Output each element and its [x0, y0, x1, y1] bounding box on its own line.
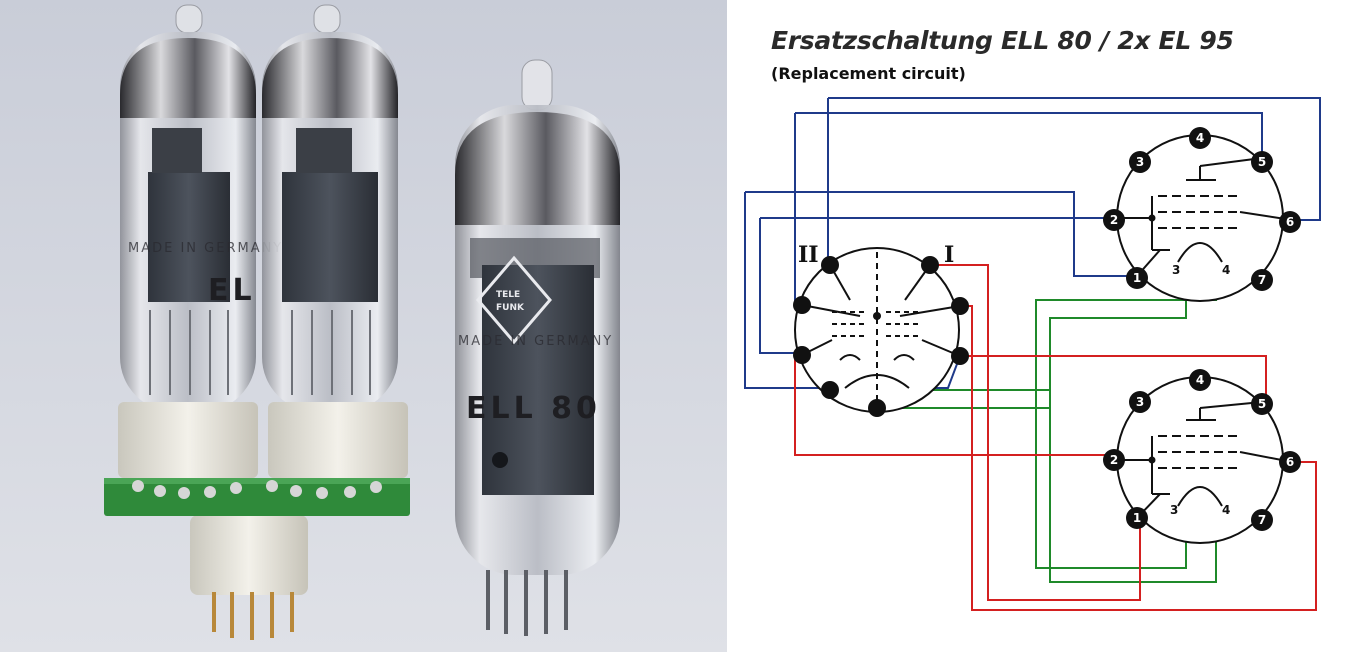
heater-label-4-bottom: 4 — [1222, 503, 1230, 517]
tube-right-glass-print: MADE IN GERMANY — [458, 334, 613, 349]
pin-1-bottom: 1 — [1133, 511, 1141, 525]
pin-3-top: 3 — [1136, 155, 1144, 169]
svg-text:FUNK: FUNK — [496, 303, 525, 313]
heater-label-3-top: 3 — [1172, 263, 1180, 277]
tube-right-type: ELL 80 — [466, 391, 601, 426]
replacement-circuit: II I 4 — [744, 97, 1321, 611]
tube-el95-middle — [262, 4, 408, 478]
pin-1-top: 1 — [1133, 271, 1141, 285]
el95-socket-top: 4 3 5 2 6 1 7 3 4 — [1103, 127, 1301, 302]
pin-3-bottom: 3 — [1136, 395, 1144, 409]
ell80-socket: II I — [793, 242, 969, 417]
pin-2-top: 2 — [1110, 213, 1118, 227]
adapter-pcb — [104, 478, 410, 516]
pin-6-top: 6 — [1286, 215, 1294, 229]
tube-el95-left: MADE IN GERMANY EL — [118, 4, 283, 478]
green-wires — [830, 274, 1217, 583]
el95-socket-bottom: 4 3 5 2 6 1 7 3 4 — [1103, 369, 1301, 544]
pin-5-top: 5 — [1258, 155, 1266, 169]
diagram-subtitle: (Replacement circuit) — [771, 64, 966, 83]
tube-left-glass-print: MADE IN GERMANY — [128, 241, 283, 256]
red-wires — [794, 264, 1317, 611]
adapter-socket — [190, 515, 308, 640]
pin-4-bottom: 4 — [1196, 373, 1204, 387]
pin-2-bottom: 2 — [1110, 453, 1118, 467]
telefunken-logo: TELE FUNK — [476, 255, 552, 345]
pin-7-bottom: 7 — [1258, 513, 1266, 527]
pin-5-bottom: 5 — [1258, 397, 1266, 411]
tube-ell80: TELE FUNK MADE IN GERMANY ELL 80 — [455, 59, 620, 636]
tube-left-type: EL — [208, 273, 256, 308]
diagram-title: Ersatzschaltung ELL 80 / 2x EL 95 — [771, 26, 1234, 55]
heater-label-4-top: 4 — [1222, 263, 1230, 277]
system-label-two: II — [798, 242, 819, 268]
system-label-one: I — [944, 242, 954, 268]
tubes-photo: MADE IN GERMANY EL TELE FUNK MADE IN GER… — [0, 0, 727, 652]
pin-6-bottom: 6 — [1286, 455, 1294, 469]
svg-text:TELE: TELE — [496, 290, 520, 300]
heater-label-3-bottom: 3 — [1170, 503, 1178, 517]
pin-7-top: 7 — [1258, 273, 1266, 287]
pin-4-top: 4 — [1196, 131, 1204, 145]
